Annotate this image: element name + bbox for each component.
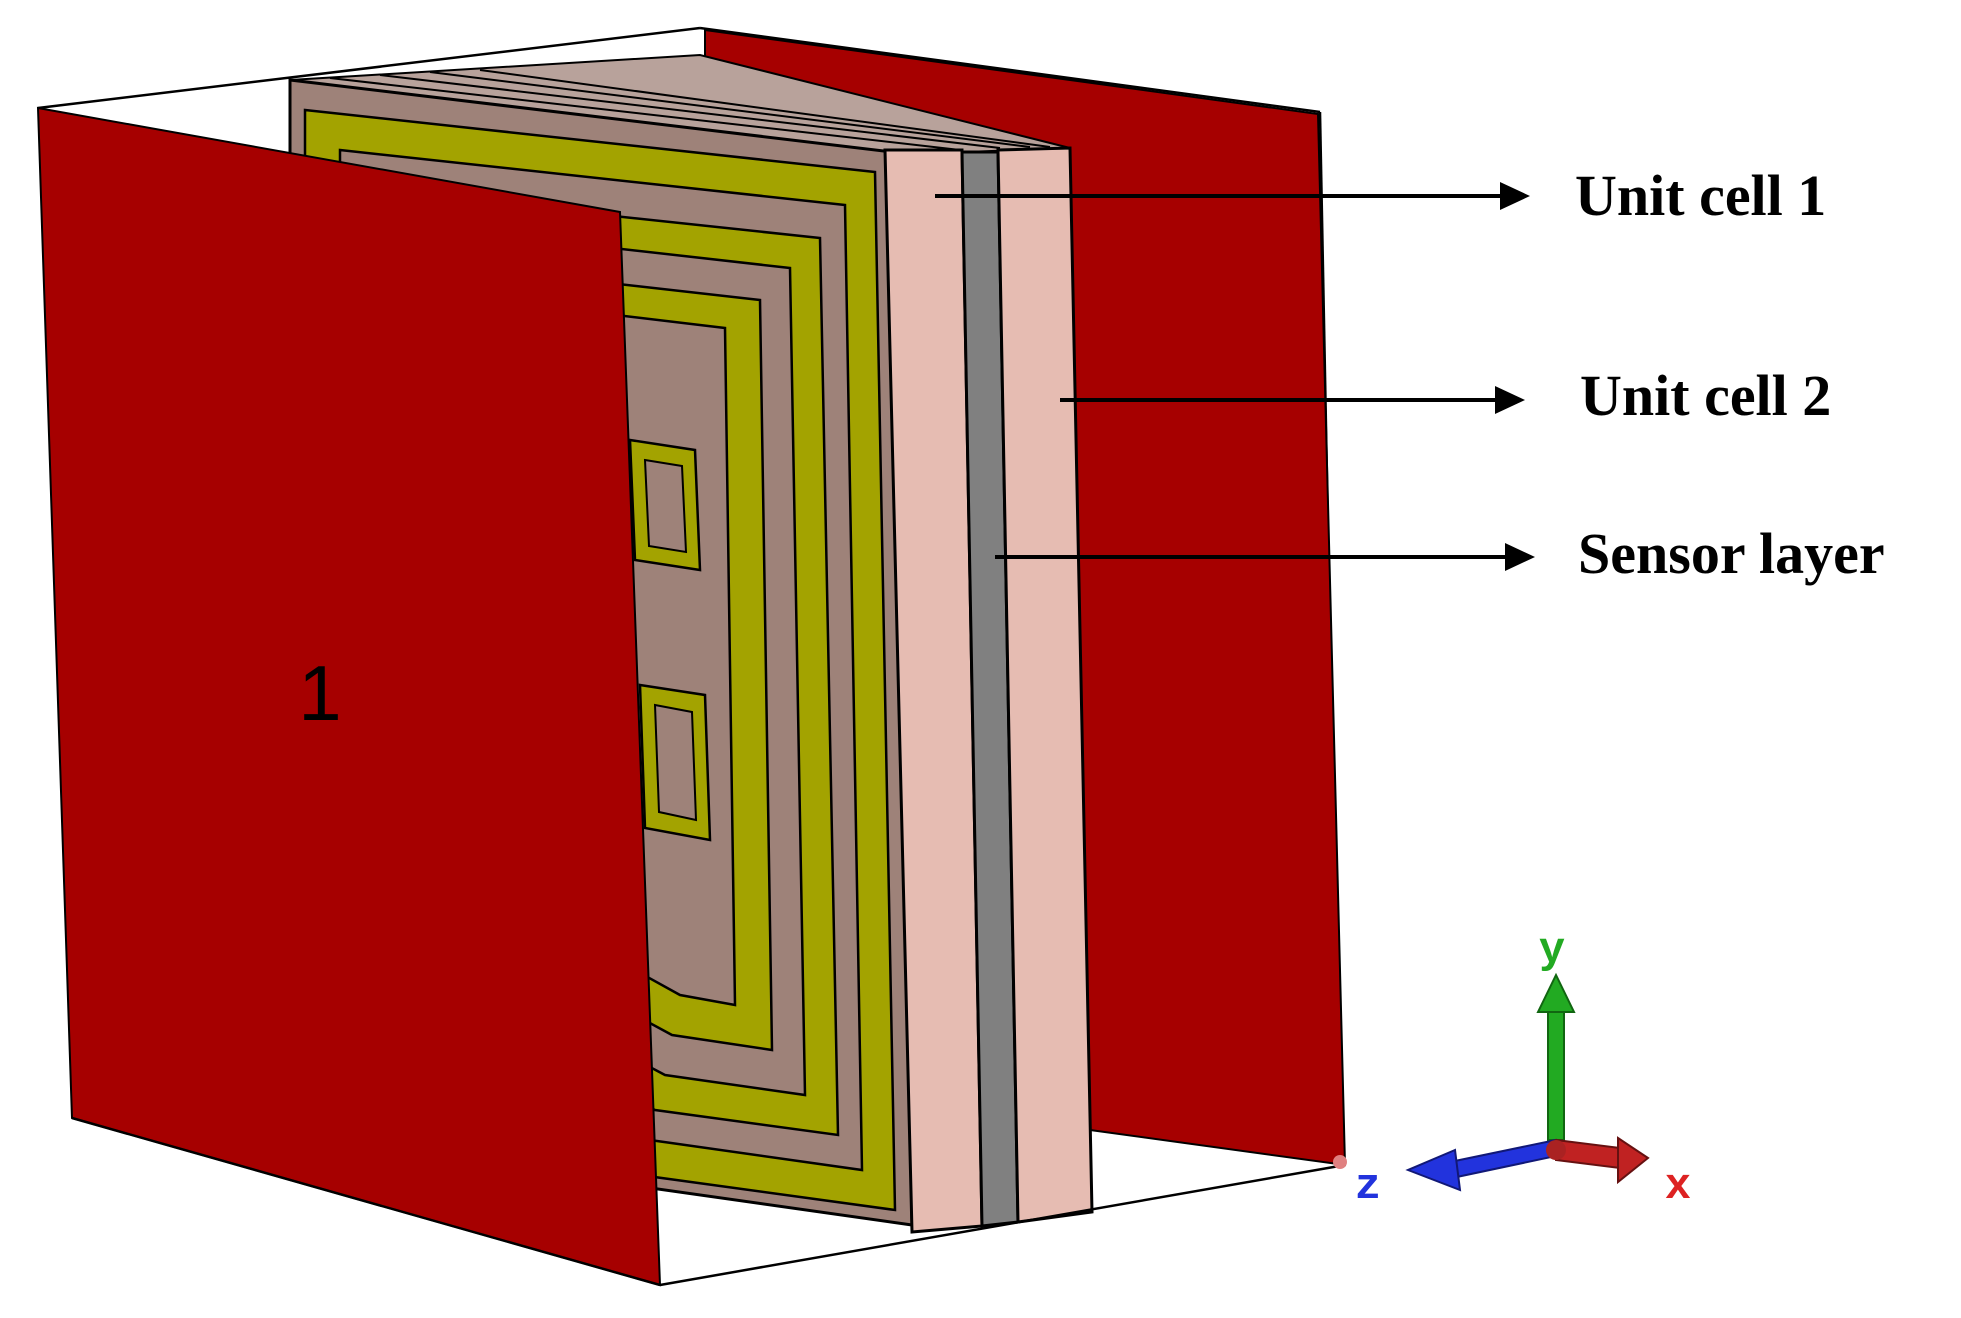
bounding-box-front [71, 1116, 1346, 1287]
y-axis-arrowhead [1536, 972, 1576, 1013]
callout-arrows [935, 182, 1535, 571]
y-axis-label: y [1539, 926, 1565, 976]
small-square-upper-gap [643, 458, 688, 554]
arrowhead-sensor-layer [1505, 543, 1535, 571]
y-axis-shaft [1547, 1009, 1565, 1141]
z-axis-label: z [1355, 1162, 1381, 1212]
z-axis-shaft [1448, 1138, 1557, 1180]
callout-label-sensor-layer: Sensor layer [1578, 521, 1885, 586]
callout-label-unit-cell-2: Unit cell 2 [1580, 363, 1831, 428]
origin-marker [1333, 1155, 1347, 1169]
x-axis-arrowhead [1617, 1136, 1650, 1185]
front-port-plane [36, 106, 662, 1287]
slab-top-layer-lines [329, 69, 1051, 151]
axis-origin [1546, 1140, 1566, 1160]
x-axis-label: x [1665, 1162, 1691, 1212]
port-number-label: 1 [298, 649, 341, 737]
arrowhead-unit-cell-2 [1495, 386, 1525, 414]
axis-triad: y z x [1333, 926, 1691, 1212]
callout-label-unit-cell-1: Unit cell 1 [1575, 163, 1826, 228]
spacer-layer-2 [996, 146, 1094, 1224]
arrowhead-unit-cell-1 [1500, 182, 1530, 210]
x-axis-shaft [1555, 1138, 1621, 1170]
small-square-lower-gap [653, 703, 698, 822]
z-axis-arrowhead [1405, 1148, 1462, 1192]
